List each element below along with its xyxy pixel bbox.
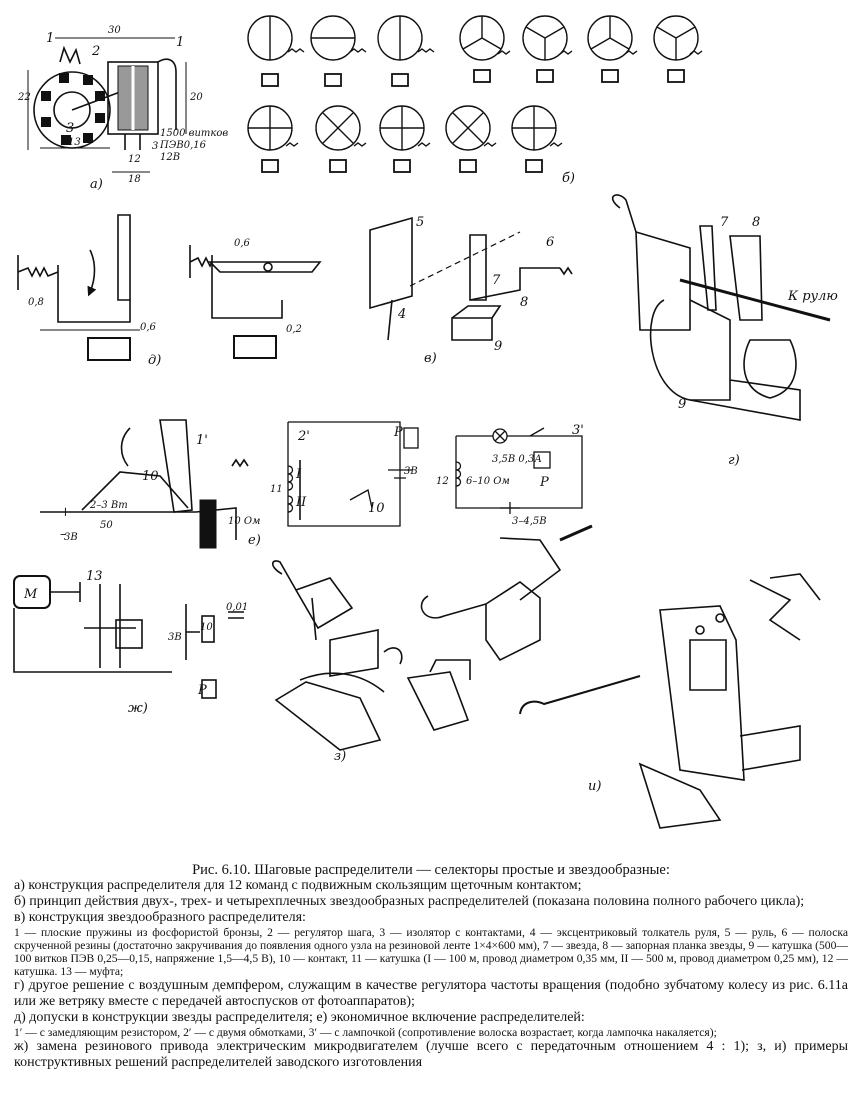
caption-g: г) другое решение с воздушным демпфером,… [14, 978, 848, 1009]
panel-g-drawing: 7 8 9 К рулю г) [611, 194, 838, 468]
callout-g-7: 7 [720, 215, 729, 230]
schematic-2-label: 2' [297, 429, 310, 444]
capacitor-001: 0,01 [226, 602, 248, 613]
panel-label-zh: ж) [128, 701, 148, 716]
panel-v-drawing: 5 4 6 7 8 9 в) [369, 215, 573, 366]
lamp-rating: 3,5В 0,3А [492, 454, 542, 465]
callout-g-8: 8 [752, 215, 760, 230]
panel-zh-drawing: М 13 3В 10 0,01 Р ж) [13, 569, 248, 716]
star-four-arm-2 [315, 105, 367, 173]
coil-note-wire: ПЭВ0,16 [159, 140, 207, 151]
zh-callout-10: 10 [200, 622, 213, 633]
caption-v: в) конструкция звездообразного распредел… [14, 910, 306, 925]
callout-2-10: 10 [368, 501, 385, 516]
callout-9: 9 [494, 339, 502, 354]
battery-3-45v: 3–4,5В [512, 516, 547, 527]
dim-18: 18 [128, 174, 141, 185]
caption-e-note: 1′ — с замедляющим резистором, 2′ — с дв… [14, 1026, 717, 1039]
panel-label-z: з) [334, 749, 346, 764]
tolerance-08: 0,8 [28, 297, 44, 308]
panel-label-v: в) [424, 351, 437, 366]
caption-zh: ж) замена резинового привода электрическ… [14, 1039, 848, 1070]
panel-label-d: д) [148, 353, 161, 368]
callout-12: 12 [436, 476, 449, 487]
caption-a: а) конструкция распределителя для 12 ком… [14, 878, 582, 893]
callout-g-9: 9 [678, 397, 686, 412]
panel-label-b: б) [562, 171, 575, 186]
callout-2: 2 [91, 44, 100, 59]
tolerance-06-left: 0,6 [140, 322, 157, 333]
callout-7: 7 [492, 273, 501, 288]
plus-sign: + [60, 505, 71, 520]
dim-3: 3 [152, 141, 158, 152]
motor-m: М [23, 587, 38, 602]
tolerance-06-right: 0,6 [234, 238, 251, 249]
star-three-arm-3 [587, 15, 638, 83]
star-two-arm-2 [310, 15, 367, 87]
battery-3v: 3В [404, 466, 418, 477]
coil-note-turns: 1500 витков [160, 128, 228, 139]
zh-voltage-3v: 3В [168, 632, 182, 643]
callout-8: 8 [520, 295, 528, 310]
panel-label-g: г) [728, 453, 740, 468]
resistor-rating: 2–3 Вт [89, 500, 128, 511]
callout-1-right: 1 [176, 35, 184, 50]
panel-label-e: е) [248, 533, 261, 548]
panel-d-drawing: 0,8 0,6 0,6 0,2 д) [17, 214, 322, 368]
winding-1: I [295, 467, 302, 482]
callout-13: 13 [86, 569, 103, 584]
zh-relay: Р [197, 683, 207, 698]
caption-legend: 1 — плоские пружины из фосфористой бронз… [14, 926, 848, 978]
star-three-arm-4 [653, 15, 703, 83]
dim-20: 20 [189, 92, 203, 103]
panel-i-drawing: и) [420, 524, 821, 829]
callout-1-prime: 1' [196, 433, 208, 448]
panel-label-a: а) [90, 177, 103, 192]
coil-note-voltage: 12В [160, 152, 180, 163]
relay-label-2: Р [393, 425, 403, 440]
star-two-arm-3 [377, 15, 435, 87]
callout-5: 5 [416, 215, 424, 230]
star-three-arm-1 [459, 15, 511, 83]
caption-b: б) принцип действия двух-, трех- и четыр… [14, 894, 805, 909]
schematic-2-prime: 2' I II 11 Р 3В 10 [270, 421, 419, 527]
dim-30: 30 [108, 25, 121, 36]
panel-z-drawing: з) [271, 560, 471, 764]
star-four-arm-5 [511, 105, 563, 173]
winding-2: II [295, 495, 307, 510]
callout-3: 3 [66, 121, 74, 136]
panel-e-drawing: 1' 10 2–3 Вт 50 + – 3В 10 Ом е) [40, 419, 261, 549]
relay-label-3: Р [539, 475, 549, 490]
panel-a-drawing: 30 22 20 13 12 18 3 1 2 1 [17, 25, 228, 192]
schematic-3-prime: 3' 3,5В 0,3А 12 6–10 Ом Р 3–4,5В [436, 423, 584, 527]
star-four-arm-3 [379, 105, 431, 173]
dim-12: 12 [128, 154, 141, 165]
caption-title: Рис. 6.10. Шаговые распределители — селе… [192, 862, 670, 878]
coil-10-ohm: 10 Ом [228, 516, 260, 527]
star-two-arm-1 [247, 15, 305, 87]
dim-13: 13 [68, 137, 81, 148]
panel-b-drawing: б) [247, 15, 703, 186]
minus-sign: – [60, 527, 67, 542]
figure-illustration: 30 22 20 13 12 18 3 1 2 1 [13, 15, 838, 829]
figure-caption: Рис. 6.10. Шаговые распределители — селе… [14, 862, 848, 1071]
star-four-arm-4 [445, 105, 497, 173]
caption-d-e: д) допуски в конструкции звезды распреде… [14, 1010, 585, 1025]
to-rudder-label: К рулю [787, 289, 838, 304]
coil-6-10-ohm: 6–10 Ом [466, 476, 510, 487]
panel-label-i: и) [588, 779, 601, 794]
schematic-3-label: 3' [572, 423, 584, 438]
tolerance-02: 0,2 [286, 324, 302, 335]
callout-e-10: 10 [142, 469, 159, 484]
dim-22: 22 [17, 92, 31, 103]
callout-11: 11 [270, 484, 283, 495]
star-four-arm-1 [247, 105, 299, 173]
voltage-3v: 3В [64, 532, 78, 543]
star-three-arm-2 [522, 15, 573, 83]
callout-4: 4 [397, 307, 406, 322]
resistor-50: 50 [100, 520, 113, 531]
callout-1-left: 1 [46, 31, 54, 46]
callout-6: 6 [546, 235, 554, 250]
